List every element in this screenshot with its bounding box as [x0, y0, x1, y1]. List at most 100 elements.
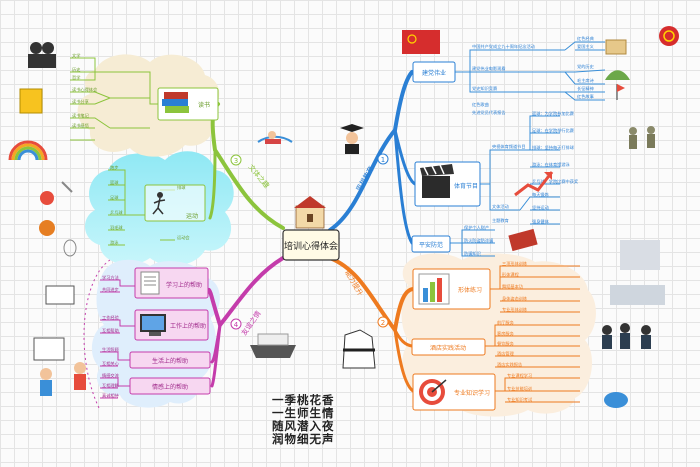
topic-read[interactable]: 读书: [157, 87, 219, 121]
central-topic-title: 培训心得体会: [284, 240, 338, 252]
detail-read-item[interactable]: 文学: [72, 52, 80, 59]
detail-text-layer: 中国共产党成立九十周年纪念活动建党伟业电影观看党史知识竞赛红色歌曲先进党员代表报…: [72, 35, 595, 403]
detail-sport-item[interactable]: 羽毛球: [110, 224, 123, 230]
buildings-icon: [610, 240, 665, 305]
topic-party[interactable]: 建党伟业: [412, 61, 456, 83]
detail-hotel-item[interactable]: 酒店实践报告: [497, 361, 522, 368]
detail-show_leaves2-item[interactable]: 强身健体: [532, 218, 550, 225]
branch-line-culture-2: [208, 148, 217, 220]
detail-sport-item[interactable]: 排球: [177, 184, 186, 191]
detail-read-item[interactable]: 读书心得体会: [72, 86, 98, 93]
detail-hotel-item[interactable]: 酒店管理: [497, 350, 515, 357]
red-book-icon: [508, 228, 538, 252]
detail-emotion-item[interactable]: 真诚相待: [102, 392, 120, 399]
detail-pingan-item[interactable]: 防火防盗防诈骗: [464, 237, 493, 244]
detail-fitness-item[interactable]: 舞蹈基本功: [502, 283, 523, 290]
detail-read-item[interactable]: 读书感悟: [72, 122, 89, 129]
meeting-icon: [602, 323, 651, 349]
topic-pingan[interactable]: 平安防范: [411, 235, 451, 253]
cloud-read: [77, 54, 220, 157]
branch-title-friend: 友谊之情: [239, 309, 262, 337]
detail-sport-item[interactable]: 乒乓球: [110, 209, 123, 216]
topic-hotel[interactable]: 酒店实践活动: [411, 338, 486, 356]
detail-sport-item[interactable]: 游泳: [110, 239, 119, 246]
topic-life[interactable]: 生活上的帮助: [129, 351, 211, 369]
detail-study-item[interactable]: 学习方法: [102, 274, 119, 281]
detail-show_leaves-item[interactable]: 游泳：在体育馆游泳: [532, 161, 571, 168]
branch-label-thought[interactable]: 1 思想教育: [354, 153, 389, 193]
detail-fitness-item[interactable]: 形体课程: [502, 271, 520, 278]
topic-show[interactable]: 体育节目: [414, 161, 481, 207]
topic-emotion-label: 情感上的帮助: [152, 383, 188, 391]
topic-emotion[interactable]: 情感上的帮助: [129, 377, 211, 395]
detail-show-item[interactable]: 主题教育: [492, 217, 509, 224]
central-topic[interactable]: 培训心得体会: [282, 196, 340, 261]
detail-show_leaves-item[interactable]: 乒乓球：学院比赛中获奖: [532, 178, 579, 185]
detail-fitness-item[interactable]: 专业形体训练: [502, 306, 528, 313]
topic-career[interactable]: 专业知识学习: [412, 373, 496, 411]
branch-num: 2: [381, 319, 385, 327]
detail-party_leaves-item[interactable]: 党的历史: [577, 63, 595, 70]
topic-study[interactable]: 学习上的帮助: [134, 267, 209, 299]
detail-show_leaves-item[interactable]: 篮球：为学院参加比赛: [532, 110, 575, 117]
detail-party-item[interactable]: 建党伟业电影观看: [472, 65, 506, 72]
detail-career-item[interactable]: 专业技能培训: [507, 385, 532, 392]
detail-hotel-item[interactable]: 餐饮服务: [497, 340, 515, 347]
detail-hotel-item[interactable]: 前厅服务: [497, 319, 515, 326]
topic-sport[interactable]: 运动: [144, 184, 206, 222]
party-flag-icon: [402, 30, 440, 54]
detail-read-item[interactable]: 历史: [72, 66, 81, 73]
detail-pingan-item[interactable]: 防骗知识: [464, 250, 481, 257]
topic-fitness[interactable]: 形体练习: [412, 268, 491, 310]
detail-life-item[interactable]: 生活照顾: [102, 346, 119, 353]
cruise-ship-icon: [250, 333, 296, 358]
detail-read-item[interactable]: 读书分享: [72, 98, 89, 105]
topic-life-label: 生活上的帮助: [152, 357, 188, 365]
detail-work-item[interactable]: 互相帮助: [102, 327, 119, 334]
conn-show: [480, 149, 520, 211]
detail-read-item[interactable]: 哲学: [72, 74, 80, 81]
basketball-hoop-icon: [33, 337, 65, 361]
detail-party-item[interactable]: 中国共产党成立九十周年纪念活动: [472, 43, 535, 50]
branch-num: 4: [234, 321, 239, 329]
detail-party-item[interactable]: 红色歌曲: [472, 101, 489, 108]
detail-party-item[interactable]: 党史知识竞赛: [472, 85, 498, 92]
detail-career-item[interactable]: 专业课程学习: [507, 372, 532, 379]
detail-party-item[interactable]: 先进党员代表报告: [472, 109, 506, 116]
detail-read-item[interactable]: 读书笔记: [72, 112, 90, 119]
party-emblem-icon: [659, 26, 679, 46]
branch-label-friend[interactable]: 4 友谊之情: [230, 309, 263, 337]
detail-show-item[interactable]: 央视体育频道节目: [492, 143, 526, 150]
detail-show_leaves2-item[interactable]: 每天锻炼: [532, 191, 549, 198]
conn-hotel: [485, 324, 580, 368]
detail-life-item[interactable]: 互相关心: [102, 360, 120, 367]
topic-fitness-label: 形体练习: [458, 286, 482, 294]
detail-sport-item[interactable]: 篮球: [110, 179, 119, 185]
detail-study-item[interactable]: 共同进步: [102, 286, 119, 293]
scroll-icon: [605, 39, 627, 55]
detail-work-item[interactable]: 工作经验: [102, 314, 120, 321]
detail-show-item[interactable]: 文体活动: [492, 203, 509, 210]
branch-label-skill[interactable]: 2 能力提升: [343, 269, 389, 328]
detail-party_leaves-item[interactable]: 爱国主义: [577, 43, 595, 50]
detail-show_leaves2-item[interactable]: 坚持运动: [532, 204, 549, 211]
detail-fitness-item[interactable]: 三项形体训练: [502, 260, 528, 267]
detail-hotel-item[interactable]: 客房服务: [497, 330, 515, 337]
detail-emotion-item[interactable]: 互相理解: [102, 382, 119, 389]
detail-show_leaves-item[interactable]: 足球：在学院举行比赛: [532, 127, 575, 134]
detail-career-item[interactable]: 专业知识考试: [507, 396, 533, 403]
detail-sport-item[interactable]: 运动会: [177, 234, 190, 241]
detail-fitness-item[interactable]: 身体姿态训练: [502, 295, 528, 302]
detail-sport-item[interactable]: 跑步: [110, 164, 118, 171]
detail-show_leaves-item[interactable]: 排球：坚持每天打排球: [532, 144, 575, 151]
detail-party_leaves-item[interactable]: 红色故事: [577, 93, 594, 100]
detail-party_leaves-item[interactable]: 长征精神: [577, 85, 594, 92]
detail-sport-item[interactable]: 足球: [110, 194, 119, 201]
swimmer-icon: [257, 131, 293, 144]
detail-party_leaves-item[interactable]: 毛主席诗: [577, 77, 595, 84]
detail-emotion-item[interactable]: 情感交流: [102, 372, 120, 379]
detail-party_leaves-item[interactable]: 红色经典: [577, 35, 594, 42]
detail-pingan-item[interactable]: 保护个人财产: [464, 224, 489, 231]
graduate-icon: [340, 124, 364, 154]
topic-work[interactable]: 工作上的帮助: [134, 309, 209, 341]
